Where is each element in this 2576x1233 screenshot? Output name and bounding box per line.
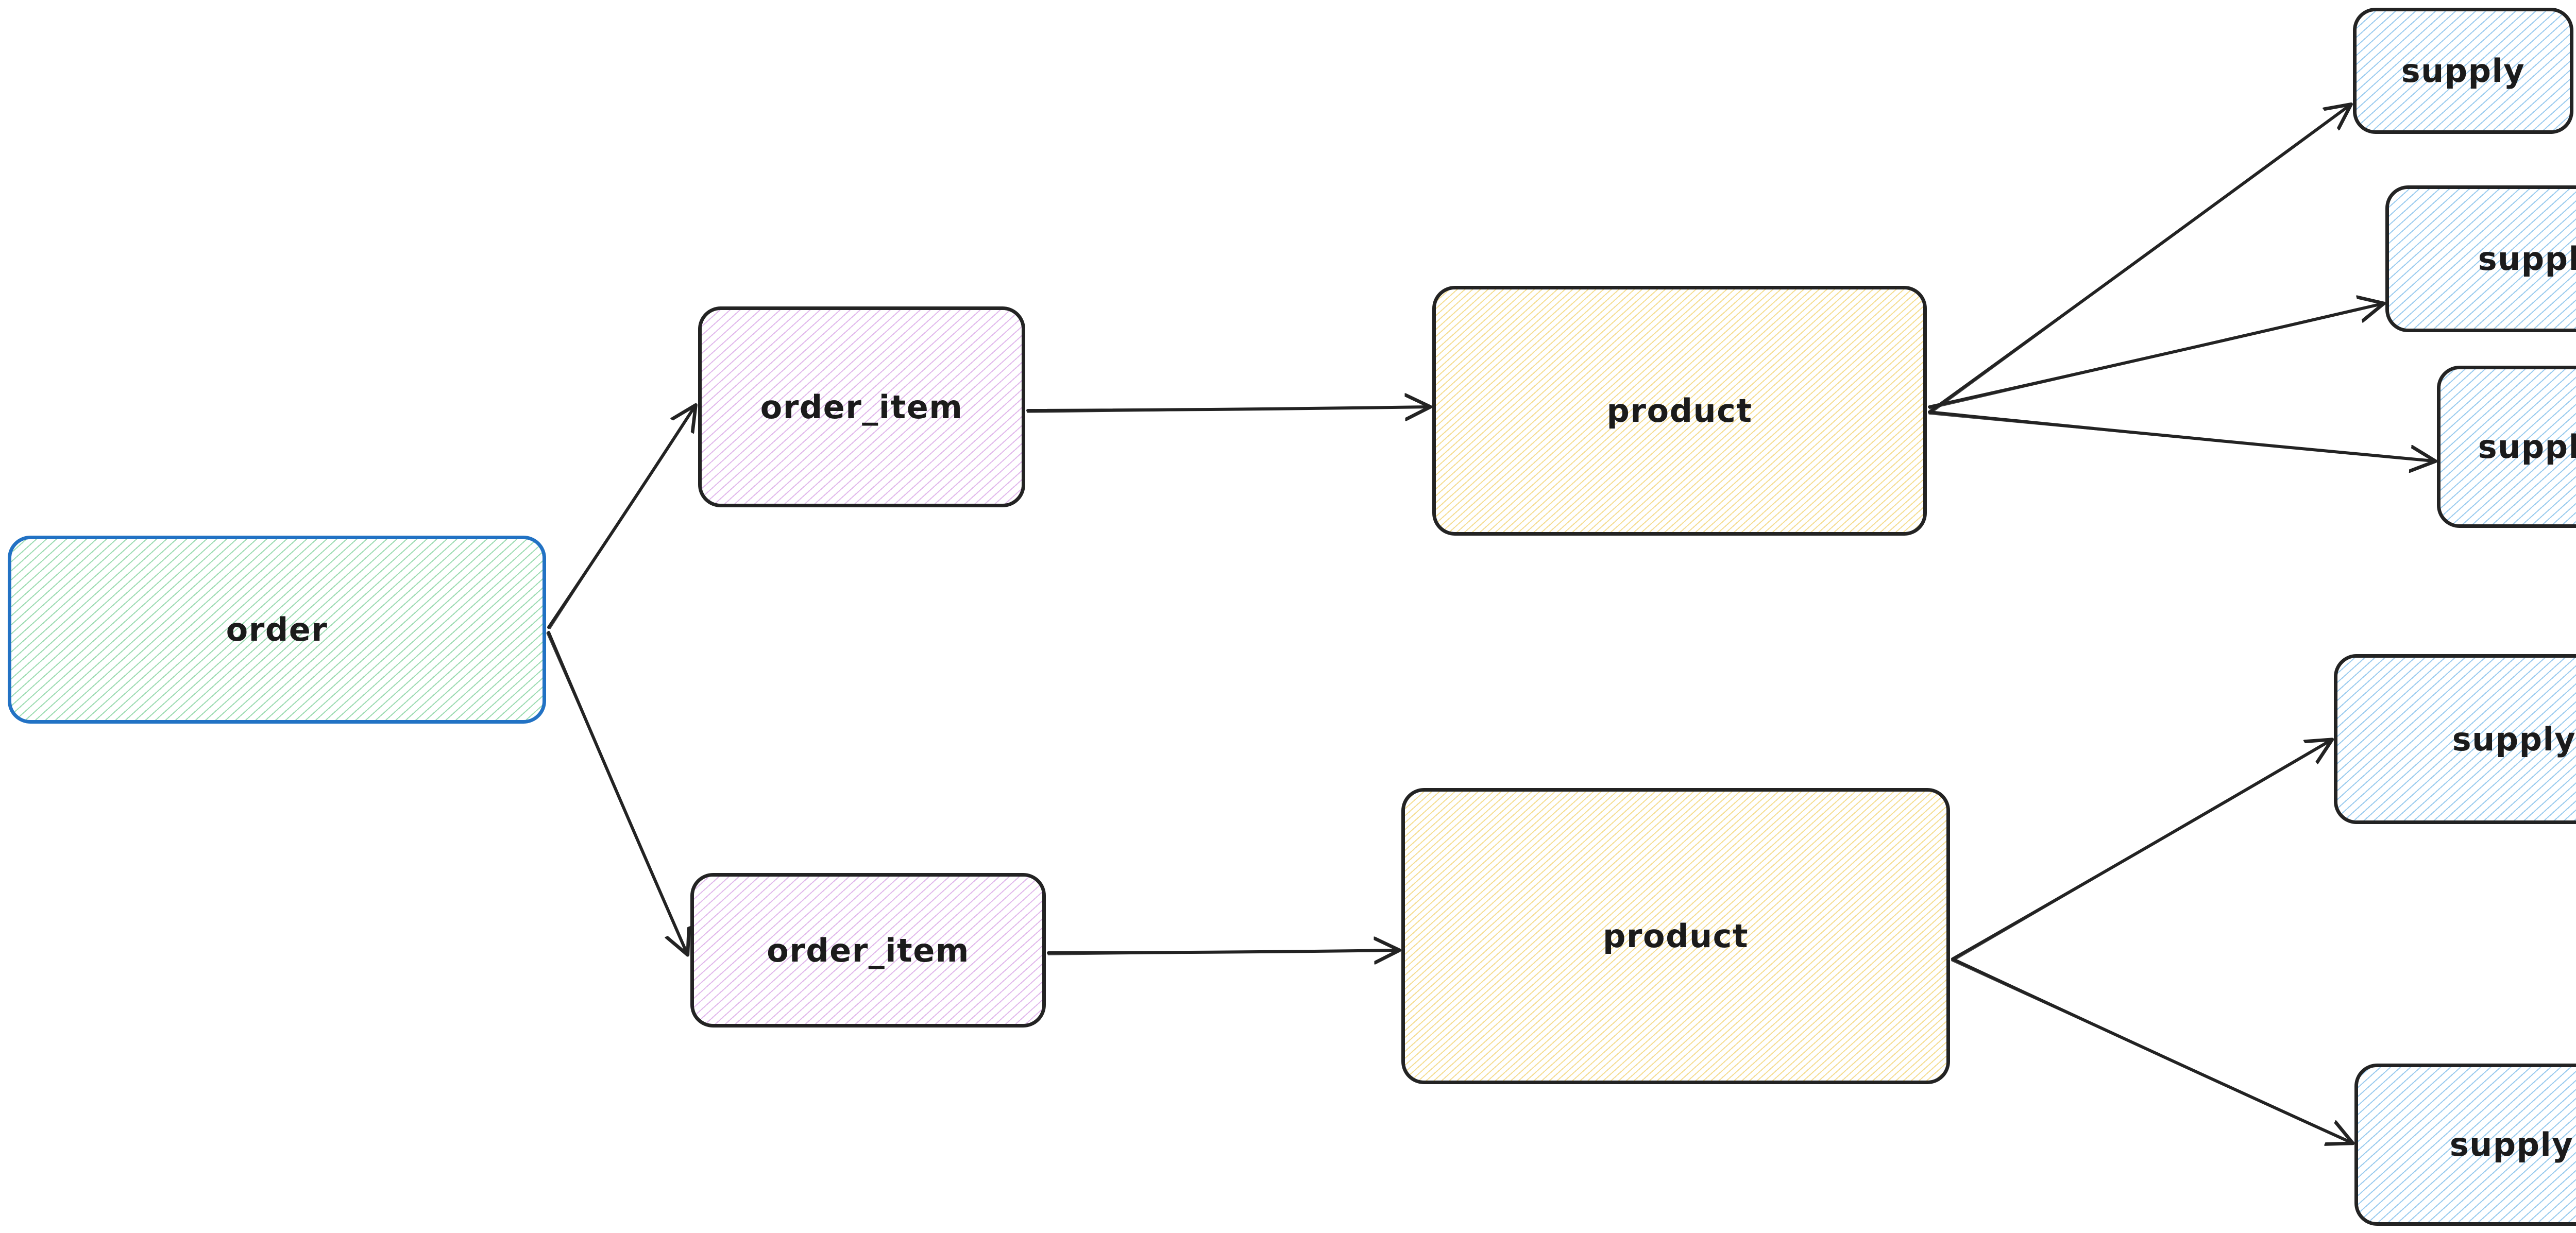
- edge-product_2-to-supply_5: [1951, 957, 2351, 1143]
- edge-product_1-to-supply_2: [1928, 304, 2382, 409]
- node-label: order: [226, 611, 328, 648]
- edge-product_1-to-supply_3: [1928, 410, 2433, 461]
- edge-order_item_1-to-product_1: [1026, 407, 1428, 412]
- node-order_item_2[interactable]: order_item: [690, 873, 1046, 1028]
- node-supply_4[interactable]: supply: [2334, 654, 2576, 824]
- node-supply_2[interactable]: supply: [2385, 185, 2576, 332]
- edge-product_2-to-supply_4: [1951, 741, 2331, 962]
- node-label: supply: [2401, 52, 2526, 90]
- node-label: product: [1606, 392, 1753, 430]
- node-order[interactable]: order: [8, 536, 546, 724]
- node-label: order_item: [760, 388, 963, 426]
- node-supply_1[interactable]: supply: [2353, 8, 2573, 134]
- edge-product_1-to-supply_1: [1928, 106, 2350, 415]
- node-supply_3[interactable]: supply: [2437, 366, 2576, 528]
- node-label: product: [1603, 917, 1749, 955]
- node-label: supply: [2452, 720, 2576, 758]
- node-label: order_item: [767, 931, 970, 969]
- node-label: supply: [2449, 1126, 2574, 1163]
- node-order_item_1[interactable]: order_item: [698, 306, 1025, 507]
- edge-order-to-order_item_2: [546, 631, 687, 953]
- node-product_2[interactable]: product: [1401, 788, 1950, 1084]
- edge-order-to-order_item_1: [547, 407, 695, 629]
- node-label: supply: [2478, 240, 2576, 278]
- node-supply_5[interactable]: supply: [2354, 1064, 2576, 1226]
- edge-order_item_2-to-product_2: [1047, 950, 1397, 954]
- node-product_1[interactable]: product: [1432, 286, 1927, 536]
- node-label: supply: [2478, 428, 2576, 466]
